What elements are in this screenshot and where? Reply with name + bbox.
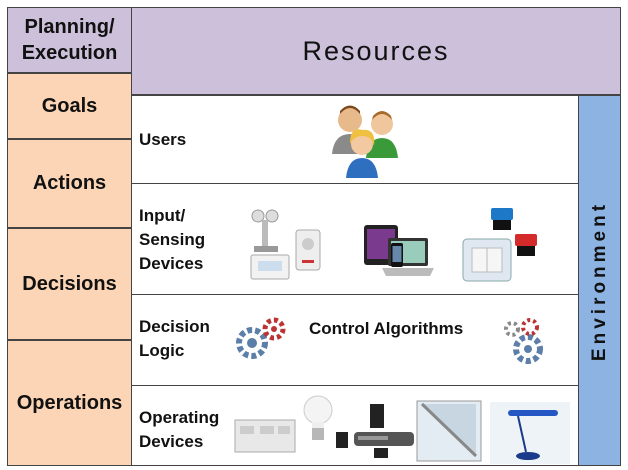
resources-header: Resources [131, 7, 621, 95]
actions-cell: Actions [7, 139, 132, 228]
resources-title: Resources [302, 35, 450, 66]
light-bulb-icon [303, 395, 333, 440]
desk-lamp-icon [490, 402, 570, 464]
thermostat-icon [250, 254, 290, 280]
gears-icon [236, 317, 286, 359]
operations-cell: Operations [7, 340, 132, 466]
weather-station-icon [251, 209, 279, 252]
planning-execution-label: Planning/ Execution [21, 16, 118, 64]
decisions-label: Decisions [22, 272, 117, 295]
decision-logic-label: Decision Logic [139, 317, 210, 360]
audio-system-icon [336, 404, 414, 458]
environment-label: Environment [588, 200, 610, 361]
wall-switch-icon [462, 238, 512, 282]
planning-execution-header: Planning/ Execution [7, 7, 132, 73]
push-button-icon [491, 208, 537, 256]
control-algorithms-label: Control Algorithms [309, 319, 464, 338]
users-icon [332, 105, 398, 178]
gears-icon [504, 318, 543, 364]
controller-module-icon [234, 419, 296, 453]
goals-label: Goals [41, 94, 98, 117]
operations-label: Operations [16, 391, 123, 414]
actions-label: Actions [32, 172, 107, 194]
phone-icon [391, 243, 403, 267]
decisions-cell: Decisions [7, 228, 132, 340]
users-row-label: Users [139, 130, 187, 149]
window-icon [416, 400, 482, 462]
operating-devices-row: Operating Devices [131, 385, 579, 466]
goals-cell: Goals [7, 73, 132, 139]
environment-column: Environment [578, 95, 621, 466]
input-sensing-label: Input/ Sensing Devices [139, 206, 206, 273]
motion-sensor-icon [295, 229, 321, 271]
decision-logic-row: Decision Logic Control Algorithms [131, 294, 579, 386]
input-sensing-row: Input/ Sensing Devices [131, 183, 579, 295]
users-row: Users [131, 95, 579, 184]
laptop-icon [382, 238, 434, 276]
operating-devices-label: Operating Devices [139, 408, 220, 451]
